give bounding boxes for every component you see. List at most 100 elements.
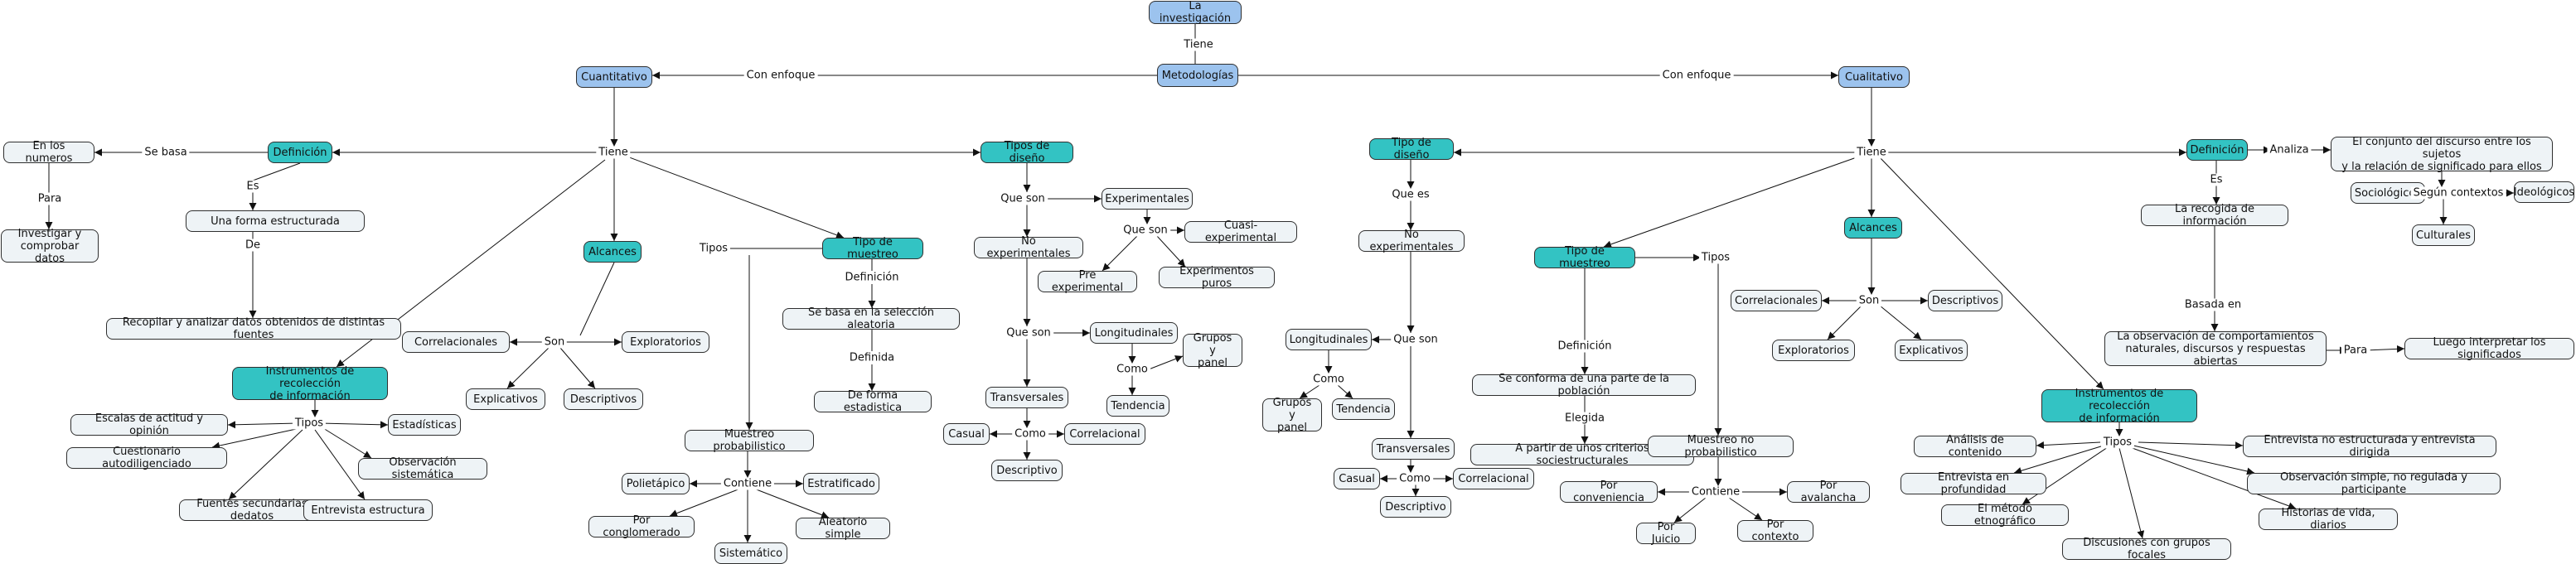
node-c-grupos[interactable]: Grupos y panel <box>1262 397 1322 434</box>
node-c-descriptivos[interactable]: Descriptivos <box>1928 290 2002 311</box>
node-q-polietapico[interactable]: Polietápico <box>622 473 690 494</box>
node-c-criterios[interactable]: A partir de unos criterios sociestructur… <box>1470 442 1694 467</box>
connector-77 <box>1603 157 1857 248</box>
link-label-q-definida: Definida <box>846 351 898 364</box>
node-c-instrumentos[interactable]: Instrumentos de recolección de informaci… <box>2041 388 2197 425</box>
node-q-pre[interactable]: Pre experimental <box>1038 269 1137 294</box>
node-c-muestreo[interactable]: Tipo de muestreo <box>1534 245 1635 270</box>
node-q-alcances[interactable]: Alcances <box>583 241 642 263</box>
link-label-c-contiene: Contiene <box>1688 485 1743 499</box>
node-c-observacion-comp[interactable]: La observación de comportamientos natura… <box>2104 330 2327 368</box>
node-q-correlacional[interactable]: Correlacional <box>1064 423 1145 445</box>
link-label-c-como-2: Como <box>1397 472 1433 485</box>
node-c-observacion[interactable]: Observación simple, no regulada y partic… <box>2247 471 2501 496</box>
node-c-correlacional[interactable]: Correlacional <box>1453 468 1534 489</box>
node-q-estratificado[interactable]: Estratificado <box>803 473 879 494</box>
node-c-descriptivo[interactable]: Descriptivo <box>1380 496 1451 518</box>
node-q-instrumentos[interactable]: Instrumentos de recolección de informaci… <box>232 365 388 403</box>
node-c-profundidad[interactable]: Entrevista en profundidad <box>1901 471 2046 496</box>
node-q-definicion[interactable]: Definición <box>268 142 332 163</box>
link-label-q-son: Son <box>541 335 568 349</box>
node-cuantitativo[interactable]: Cuantitativo <box>576 66 652 88</box>
node-q-investigar[interactable]: Investigar y comprobar datos <box>1 228 99 265</box>
connector-25 <box>227 421 299 429</box>
node-q-disenio[interactable]: Tipos de diseño <box>981 140 1073 165</box>
link-label-c-que-es: Que es <box>1389 188 1432 201</box>
link-label-tiene: Tiene <box>1181 38 1216 51</box>
node-c-discusiones[interactable]: Discusiones con grupos focales <box>2062 537 2231 562</box>
node-q-explicativos[interactable]: Explicativos <box>466 388 545 410</box>
node-q-transversales[interactable]: Transversales <box>985 387 1068 408</box>
node-c-conveniencia[interactable]: Por conveniencia <box>1560 480 1658 504</box>
connector-87 <box>1673 497 1707 523</box>
node-q-exploratorios[interactable]: Exploratorios <box>622 331 709 353</box>
node-c-disenio[interactable]: Tipo de diseño <box>1369 137 1454 161</box>
connector-99 <box>2013 445 2104 475</box>
node-q-puros[interactable]: Experimentos puros <box>1159 265 1275 290</box>
node-cualitativo[interactable]: Cualitativo <box>1838 66 1910 88</box>
node-c-juicio[interactable]: Por Juicio <box>1636 521 1696 546</box>
node-q-sistematico[interactable]: Sistemático <box>714 542 787 564</box>
node-investigacion[interactable]: La investigación <box>1149 0 1242 25</box>
node-c-analisis[interactable]: Análisis de contenido <box>1914 434 2036 459</box>
node-c-alcances[interactable]: Alcances <box>1844 217 1902 239</box>
node-q-noexp[interactable]: No experimentales <box>974 235 1083 260</box>
node-q-recopilar[interactable]: Recopilar y analizar datos obtenidos de … <box>106 316 401 341</box>
node-c-definicion[interactable]: Definición <box>2186 139 2248 161</box>
node-q-entrevista[interactable]: Entrevista estructura <box>303 499 433 521</box>
node-c-avalancha[interactable]: Por avalancha <box>1787 480 1870 504</box>
node-q-forma[interactable]: Una forma estructurada <box>186 210 365 232</box>
node-c-noexp[interactable]: No experimentales <box>1358 229 1465 253</box>
connector-28 <box>322 427 372 459</box>
node-q-descriptivos[interactable]: Descriptivos <box>564 388 643 410</box>
connector-88 <box>1728 497 1763 521</box>
node-q-numeros[interactable]: En los numeros <box>3 140 94 165</box>
link-label-c-basada-en: Basada en <box>2181 298 2244 311</box>
node-c-entrevista-ne[interactable]: Entrevista no estructurada y entrevista … <box>2243 434 2496 459</box>
node-c-recogida[interactable]: La recogida de información <box>2141 203 2288 228</box>
link-label-c-son: Son <box>1856 294 1882 307</box>
node-c-correlacionales[interactable]: Correlacionales <box>1731 290 1822 311</box>
connector-94 <box>1879 305 1922 340</box>
node-c-casual[interactable]: Casual <box>1334 468 1380 489</box>
node-q-observacion[interactable]: Observación sistemática <box>358 456 487 481</box>
node-c-conjunto[interactable]: El conjunto del discurso entre los sujet… <box>2331 136 2553 173</box>
node-q-casual[interactable]: Casual <box>943 423 990 445</box>
node-q-escalas[interactable]: Escalas de actitud y opinión <box>70 412 228 437</box>
node-c-noprob[interactable]: Muestreo no probabilistico <box>1648 434 1794 459</box>
node-q-experimentales[interactable]: Experimentales <box>1102 188 1193 210</box>
node-c-exploratorios[interactable]: Exploratorios <box>1772 340 1855 361</box>
node-q-conglomerado[interactable]: Por conglomerado <box>588 514 695 539</box>
node-q-correlacionales[interactable]: Correlacionales <box>402 331 510 353</box>
node-q-tendencia[interactable]: Tendencia <box>1106 395 1169 417</box>
node-metodologias[interactable]: Metodologías <box>1157 64 1238 87</box>
link-label-q-que-son-3: Que son <box>1121 224 1170 237</box>
node-q-grupos[interactable]: Grupos y panel <box>1183 332 1242 369</box>
node-q-probabilistico[interactable]: Muestreo probabilistico <box>685 428 814 453</box>
node-q-cuasi[interactable]: Cuasi-experimental <box>1184 219 1297 244</box>
node-c-conforma[interactable]: Se conforma de una parte de la población <box>1472 373 1696 398</box>
node-c-tendencia[interactable]: Tendencia <box>1332 398 1395 420</box>
node-c-ideologicos[interactable]: Ideológicos <box>2514 181 2574 203</box>
node-c-culturales[interactable]: Culturales <box>2412 224 2475 246</box>
node-q-seleccion[interactable]: Se basa en la selección aleatoria <box>782 306 960 331</box>
link-label-c-definicion: Definición <box>1555 340 1615 353</box>
node-q-estadistica[interactable]: De forma estadistica <box>814 389 932 414</box>
node-c-explicativos[interactable]: Explicativos <box>1895 340 1968 361</box>
node-q-muestreo[interactable]: Tipo de muestreo <box>822 236 923 261</box>
node-c-historias[interactable]: Historias de vida, diarios <box>2259 507 2398 532</box>
link-label-c-es: Es <box>2207 173 2225 186</box>
node-c-transversales[interactable]: Transversales <box>1372 438 1455 460</box>
node-q-longitudinales[interactable]: Longitudinales <box>1090 322 1178 344</box>
node-c-contexto[interactable]: Por contexto <box>1737 518 1813 543</box>
link-label-q-como-1: Como <box>1114 363 1150 376</box>
node-q-cuestionario[interactable]: Cuestionario autodiligenciado <box>66 446 227 470</box>
connector-70 <box>1299 384 1320 399</box>
node-c-longitudinales[interactable]: Longitudinales <box>1286 329 1372 350</box>
connector-30 <box>314 429 366 500</box>
node-c-etnografico[interactable]: El método etnográfico <box>1941 503 2069 528</box>
node-q-aleatorio[interactable]: Aleatorio simple <box>796 516 890 541</box>
node-q-descriptivo[interactable]: Descriptivo <box>991 460 1063 481</box>
node-c-interpretar[interactable]: Luego interpretar los significados <box>2404 336 2574 361</box>
node-q-estadisticas[interactable]: Estadísticas <box>388 414 461 436</box>
